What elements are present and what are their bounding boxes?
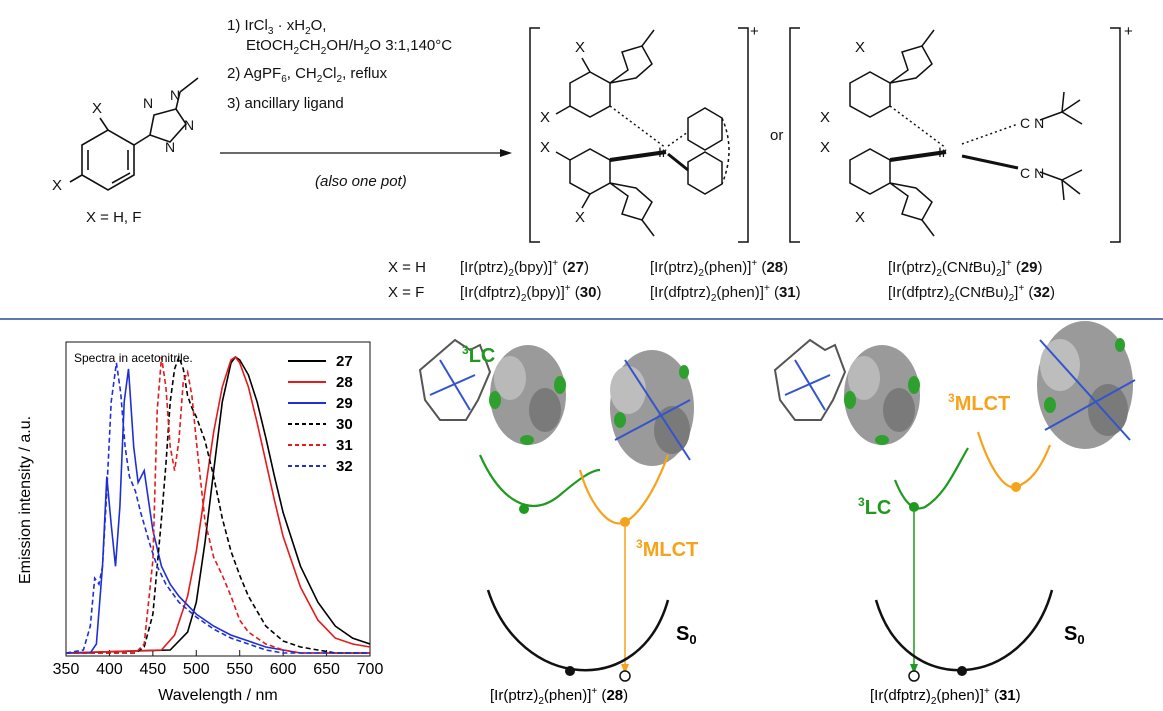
sm-x-top: X [92, 100, 102, 117]
series-line-32 [65, 362, 370, 654]
series-line-27 [65, 355, 371, 654]
legend: 27 28 29 30 31 32 [288, 353, 353, 475]
x-tick-label: 350 [53, 661, 80, 678]
legend-label-31: 31 [336, 437, 353, 454]
caption-28: [Ir(ptrz)2(phen)]+ (28) [490, 686, 628, 706]
compound-28: [Ir(ptrz)2(phen)]+ (28) [650, 258, 788, 279]
synthesis-scheme: X X N N N N X = H, F 1) IrCl3 · xH2O, Et… [52, 17, 1133, 304]
vertical-endpoint-right [908, 670, 920, 682]
or-text: or [770, 127, 783, 144]
energy-diagrams: 3LC 3MLCT S0 [Ir(ptrz)2(phen)]+ (28) [418, 321, 1136, 707]
x-tick-label: 400 [96, 661, 123, 678]
arrowhead-icon [500, 149, 512, 157]
arrowhead-icon [621, 664, 629, 674]
x-axis-ticks: 350 400 450 500 550 600 650 700 [53, 650, 384, 678]
lc-minimum-dot-left [519, 504, 529, 514]
legend-label-32: 32 [336, 458, 353, 475]
ir-center-2: Ir [938, 144, 947, 160]
step-1b: EtOCH2CH2OH/H2O 3:1,140°C [246, 37, 452, 57]
series-line-31 [66, 356, 370, 654]
compound-32: [Ir(dfptrz)2(CNtBu)2]+ (32) [888, 283, 1055, 304]
x-definition: X = H, F [86, 209, 141, 226]
x-tick-label: 700 [357, 661, 384, 678]
sm-x-bottom: X [52, 177, 62, 194]
x-label: X [820, 139, 830, 156]
step-1a: 1) IrCl3 · xH2O, [227, 17, 326, 37]
lc-state-curve-left [478, 454, 601, 507]
mlct-state-curve-right [976, 431, 1052, 489]
ir-center-1: Ir [658, 144, 667, 160]
x-label: X [540, 109, 550, 126]
orbital-cloud-lc-left [418, 338, 566, 445]
chart-annotation: Spectra in acetonitrile. [74, 351, 193, 365]
one-pot-note: (also one pot) [315, 173, 407, 190]
legend-label-30: 30 [336, 416, 353, 433]
compound-29: [Ir(ptrz)2(CNtBu)2]+ (29) [888, 258, 1043, 279]
orbital-cloud-mlct-left [610, 350, 694, 466]
label-s0-right: S0 [1064, 623, 1085, 647]
x-tick-label: 500 [183, 661, 210, 678]
x-tick-label: 450 [140, 661, 167, 678]
x-tick-label: 550 [226, 661, 253, 678]
starting-material [69, 77, 199, 191]
step-2: 2) AgPF6, CH2Cl2, reflux [227, 65, 388, 85]
label-xh: X = H [388, 259, 426, 276]
arrowhead-icon [910, 664, 918, 674]
x-axis-label: Wavelength / nm [158, 687, 277, 704]
plot-frame [65, 341, 371, 657]
label-3mlct-right: 3MLCT [948, 391, 1010, 415]
ground-minimum-dot-right [957, 666, 967, 676]
vertical-endpoint-left [619, 670, 631, 682]
x-label: X [855, 209, 865, 226]
x-label: X [540, 139, 550, 156]
compound-27: [Ir(ptrz)2(bpy)]+ (27) [460, 258, 589, 279]
x-tick-label: 650 [313, 661, 340, 678]
sm-n4: N [165, 139, 175, 155]
sm-n2: N [170, 87, 180, 103]
complex-isocyanide [789, 27, 1121, 243]
charge-plus-1: + [750, 23, 759, 40]
ground-state-curve-left [486, 589, 670, 672]
ground-state-curve-right [874, 589, 1054, 672]
y-axis-label: Emission intensity / a.u. [17, 416, 34, 584]
legend-label-28: 28 [336, 374, 353, 391]
orbital-cloud-mlct-right [1037, 321, 1136, 449]
orbital-cloud-lc-right [773, 338, 920, 445]
sm-n3: N [184, 117, 194, 133]
legend-label-29: 29 [336, 395, 353, 412]
compound-labels: X = H X = F [Ir(ptrz)2(bpy)]+ (27) [Ir(d… [388, 258, 1055, 304]
lc-state-curve-right [893, 447, 969, 510]
ground-minimum-dot-left [565, 666, 575, 676]
caption-31: [Ir(dfptrz)2(phen)]+ (31) [870, 686, 1021, 706]
series-layer [65, 354, 371, 654]
x-label: X [855, 39, 865, 56]
label-3lc-right: 3LC [858, 495, 891, 519]
compound-30: [Ir(dfptrz)2(bpy)]+ (30) [460, 283, 601, 304]
label-s0-left: S0 [676, 623, 697, 647]
mlct-minimum-dot-left [620, 517, 630, 527]
series-line-30 [66, 354, 370, 654]
lc-minimum-dot-right [909, 502, 919, 512]
complex-bpy-phen [529, 27, 749, 243]
step-3: 3) ancillary ligand [227, 95, 344, 112]
x-label: X [575, 39, 585, 56]
label-xf: X = F [388, 284, 424, 301]
label-3mlct-left: 3MLCT [636, 537, 698, 561]
series-line-28 [65, 355, 371, 654]
label-3lc-left: 3LC [462, 343, 495, 367]
sm-n1: N [143, 95, 153, 111]
series-line-29 [66, 368, 370, 654]
compound-31: [Ir(dfptrz)2(phen)]+ (31) [650, 283, 801, 304]
x-label: X [575, 209, 585, 226]
emission-chart: 350 400 450 500 550 600 650 700 27 28 29 30 31 32 Sp… [17, 341, 384, 704]
charge-plus-2: + [1124, 23, 1133, 40]
x-label: X [820, 109, 830, 126]
mlct-minimum-dot-right [1011, 482, 1021, 492]
x-tick-label: 600 [270, 661, 297, 678]
legend-label-27: 27 [336, 353, 353, 370]
